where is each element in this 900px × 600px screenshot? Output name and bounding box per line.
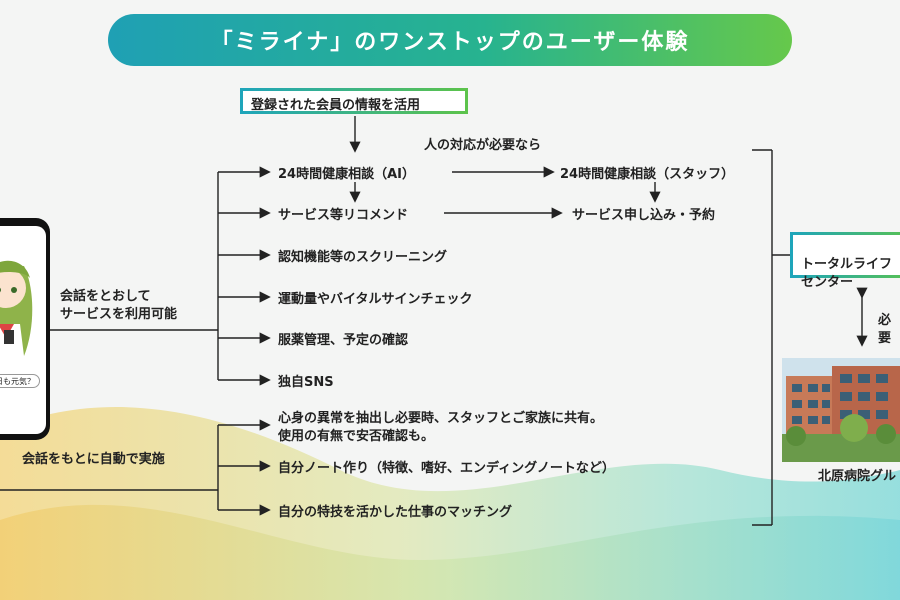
staff-service-item: 24時間健康相談（スタッフ） <box>560 167 735 182</box>
title-banner: 「ミライナ」のワンストップのユーザー体験 <box>108 14 792 66</box>
member-info-label: 登録された会員の情報を活用 <box>251 98 421 113</box>
auto-service-item: 自分ノート作り（特徴、嗜好、エンディングノートなど） <box>278 461 615 476</box>
page-title: 「ミライナ」のワンストップのユーザー体験 <box>210 30 690 55</box>
phone-chat-bubble: 日も元気？ <box>0 374 40 388</box>
service-item: 独自SNS <box>278 375 334 390</box>
hospital-building-image <box>782 358 900 462</box>
total-life-center-box: トータルライフ センター <box>790 232 900 290</box>
service-item: 認知機能等のスクリーニング <box>278 250 448 265</box>
character-illustration <box>0 260 33 356</box>
human-support-note: 人の対応が必要なら <box>424 138 542 153</box>
service-item: 服薬管理、予定の確認 <box>278 333 409 348</box>
need-label: 必要 <box>878 313 892 346</box>
service-item: サービス等リコメンド <box>278 208 409 223</box>
auto-service-item: 心身の異常を抽出し必要時、スタッフとご家族に共有。 使用の有無で安否確認も。 <box>278 411 604 444</box>
phone-screen <box>0 226 46 434</box>
staff-service-item: サービス申し込み・予約 <box>572 208 716 223</box>
auto-label: 会話をもとに自動で実施 <box>22 452 165 467</box>
auto-service-item: 自分の特技を活かした仕事のマッチング <box>278 505 513 520</box>
service-item: 24時間健康相談（AI） <box>278 167 415 182</box>
member-info-box: 登録された会員の情報を活用 <box>240 88 468 114</box>
conversation-services-label: 会話をとおして サービスを利用可能 <box>60 289 178 322</box>
service-item: 運動量やバイタルサインチェック <box>278 292 473 307</box>
hospital-label: 北原病院グル <box>818 469 897 484</box>
center-box-label: トータルライフ センター <box>801 257 893 290</box>
smartphone: 日も元気？ <box>0 218 50 440</box>
